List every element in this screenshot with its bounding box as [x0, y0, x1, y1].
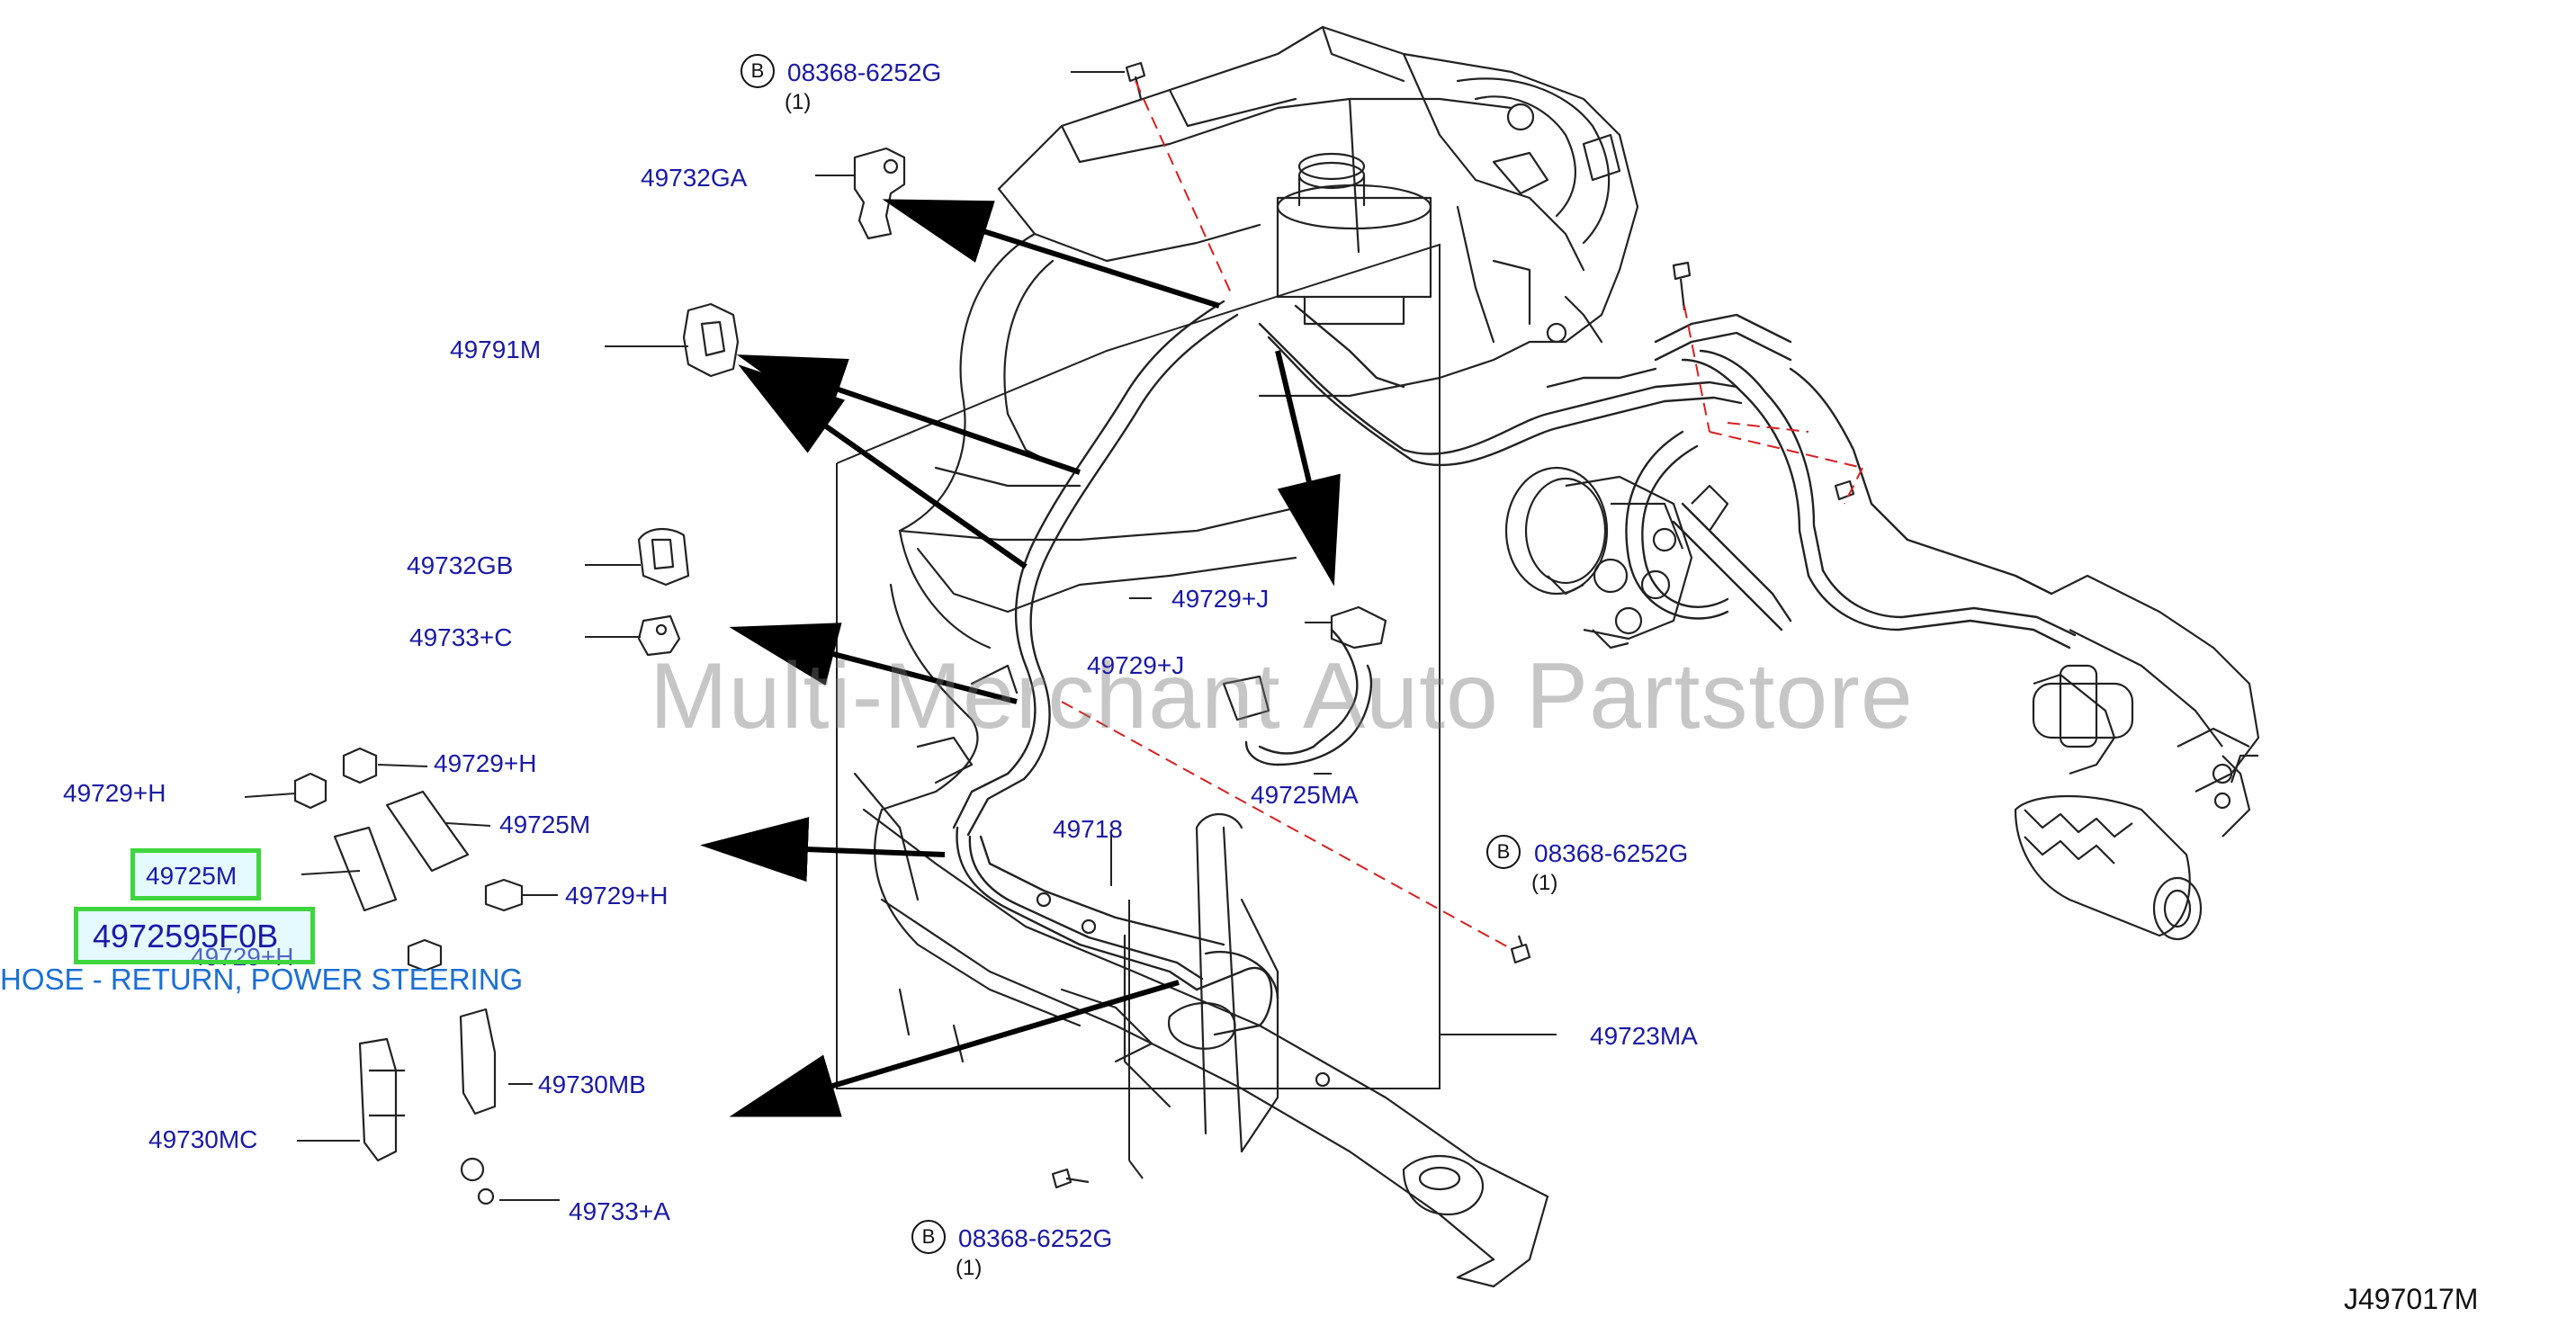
- part-label-49729j[interactable]: 49729+J: [1087, 651, 1185, 679]
- part-label-49725ma[interactable]: 49725MA: [1251, 781, 1359, 809]
- bolt-ref-marker: B: [911, 1220, 946, 1254]
- part-label-49732gb[interactable]: 49732GB: [407, 551, 514, 579]
- part-label-49723ma[interactable]: 49723MA: [1590, 1022, 1698, 1050]
- bolt-ref-marker: B: [740, 54, 775, 88]
- part-label-49729j[interactable]: 49729+J: [1171, 585, 1270, 613]
- dashed-fastener-lines: [1061, 80, 1863, 950]
- leader-lines: [244, 71, 1557, 1201]
- part-label-49732ga[interactable]: 49732GA: [641, 164, 748, 192]
- highlight-part-label: 49725M: [146, 862, 238, 890]
- watermark-text: Multi-Merchant Auto Partstore: [650, 644, 1914, 748]
- diagram-code: J497017M: [2344, 1283, 2479, 1315]
- part-label-49733c[interactable]: 49733+C: [409, 623, 513, 651]
- bolt-ref-marker: B: [1486, 835, 1521, 869]
- highlight-box-part-number[interactable]: 4972595F0B: [74, 907, 315, 964]
- highlight-description: HOSE - RETURN, POWER STEERING: [0, 963, 524, 996]
- bolt-ref-qty: (1): [1531, 871, 1558, 895]
- part-label-49729h[interactable]: 49729+H: [63, 779, 166, 807]
- hidden-part-label: 49729+H: [191, 943, 294, 971]
- part-label-49730mb[interactable]: 49730MB: [538, 1071, 646, 1098]
- part-label-49729h[interactable]: 49729+H: [434, 749, 537, 777]
- hose-lines: [952, 300, 2077, 1036]
- bolt-ref-qty: (1): [785, 90, 812, 114]
- power-steering-pump: [1504, 466, 1729, 650]
- part-label-49729h[interactable]: 49729+H: [565, 882, 669, 909]
- part-icons: [293, 61, 1855, 1205]
- highlight-part-number: 4972595F0B: [93, 918, 279, 954]
- bolt-ref-part[interactable]: 08368-6252G: [787, 58, 942, 86]
- part-label-49733a[interactable]: 49733+A: [569, 1197, 670, 1225]
- group-box: [836, 243, 1441, 1089]
- steering-gear: [2014, 574, 2260, 941]
- part-label-49718[interactable]: 49718: [1053, 815, 1123, 843]
- vehicle-frame: [853, 25, 1639, 1288]
- highlight-box-part[interactable]: 49725M: [130, 848, 261, 900]
- part-label-49730mc[interactable]: 49730MC: [148, 1125, 258, 1153]
- bolt-ref-qty: (1): [956, 1256, 983, 1280]
- part-label-49791m[interactable]: 49791M: [450, 336, 542, 363]
- part-label-49725m[interactable]: 49725M: [499, 811, 591, 838]
- bolt-ref-part[interactable]: 08368-6252G: [958, 1224, 1113, 1252]
- callout-arrows: [700, 199, 1341, 1117]
- bolt-ref-part[interactable]: 08368-6252G: [1534, 839, 1689, 867]
